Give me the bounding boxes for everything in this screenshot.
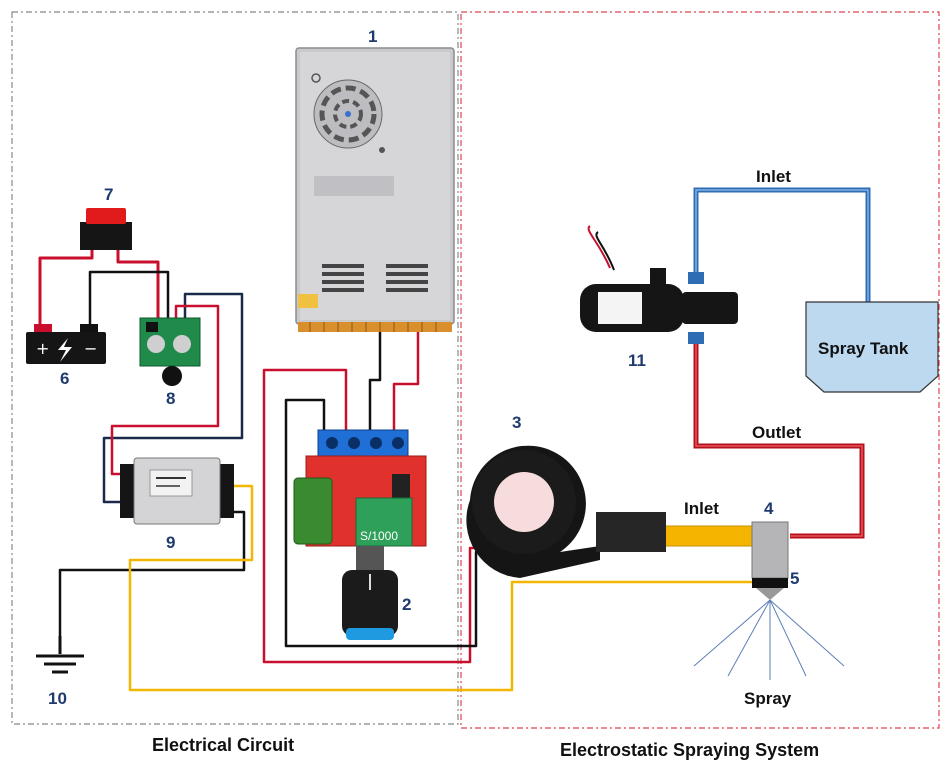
wire-switch-pwm-red bbox=[116, 250, 160, 330]
spray-tank bbox=[805, 301, 939, 393]
label-inlet-nozzle: Inlet bbox=[684, 499, 719, 518]
label-inlet-top: Inlet bbox=[756, 167, 791, 186]
wire-battery-switch-red bbox=[38, 250, 94, 330]
label-number-7: 7 bbox=[104, 185, 113, 204]
label-spray: Spray bbox=[744, 689, 792, 708]
label-number-3: 3 bbox=[512, 413, 521, 432]
wire-pwm-converter-navy bbox=[102, 292, 244, 504]
label-number-6: 6 bbox=[60, 369, 69, 388]
controller-marking: S/1000 bbox=[360, 529, 398, 543]
pipe-outlet-red-core bbox=[695, 340, 863, 537]
label-number-2: 2 bbox=[402, 595, 411, 614]
piping bbox=[661, 187, 871, 547]
caption-electrostatic-spraying-system: Electrostatic Spraying System bbox=[560, 740, 819, 760]
label-number-8: 8 bbox=[166, 389, 175, 408]
diaphragm-pump bbox=[580, 225, 738, 344]
motor-speed-controller: S/1000 bbox=[293, 429, 427, 640]
label-outlet: Outlet bbox=[752, 423, 801, 442]
spraying-system-panel bbox=[460, 11, 940, 729]
pump-outlet-port bbox=[688, 332, 704, 344]
wire-hv-yellow bbox=[128, 484, 760, 692]
label-number-10: 10 bbox=[48, 689, 67, 708]
battery-plus-icon: + bbox=[36, 339, 49, 358]
nozzle-electrode bbox=[752, 578, 788, 588]
ground-icon bbox=[36, 636, 84, 674]
label-number-1: 1 bbox=[368, 27, 377, 46]
spray-fan bbox=[693, 599, 845, 680]
blower-hub bbox=[494, 472, 554, 532]
controller-knob-icon bbox=[342, 570, 398, 636]
wire-converter-ground-black bbox=[58, 510, 246, 652]
caption-electrical-circuit: Electrical Circuit bbox=[152, 735, 294, 755]
label-number-11: 11 bbox=[628, 351, 646, 370]
battery: + − bbox=[26, 324, 106, 364]
pipe-inlet-blue-core bbox=[695, 189, 869, 302]
label-number-5: 5 bbox=[790, 569, 799, 588]
air-blower bbox=[466, 445, 666, 578]
pwm-knob-icon bbox=[162, 366, 182, 386]
psu-terminal-strip bbox=[298, 322, 452, 332]
electrical-circuit-panel bbox=[11, 11, 459, 725]
hv-converter bbox=[120, 457, 234, 525]
power-supply-unit bbox=[295, 47, 455, 332]
spray-nozzle bbox=[751, 521, 789, 600]
pump-inlet-port bbox=[688, 272, 704, 284]
wire-pwm-converter-red bbox=[110, 304, 220, 476]
pipe-inlet-blue bbox=[693, 187, 871, 302]
label-number-9: 9 bbox=[166, 533, 175, 552]
wire-psu-controller-black bbox=[368, 330, 382, 440]
wire-battery-pwm-black bbox=[88, 270, 170, 330]
battery-minus-icon: − bbox=[84, 339, 97, 358]
pwm-module bbox=[139, 317, 201, 386]
wire-psu-controller-red bbox=[392, 330, 420, 440]
switch-rocker bbox=[86, 208, 126, 224]
label-spray-tank: Spray Tank bbox=[818, 339, 909, 358]
controller-capacitor bbox=[293, 477, 333, 545]
air-duct-yellow bbox=[661, 525, 759, 547]
label-number-4: 4 bbox=[764, 499, 774, 518]
wire-controller-blower-red bbox=[262, 368, 482, 664]
rocker-switch bbox=[80, 208, 132, 250]
battery-bolt-icon bbox=[58, 338, 72, 362]
